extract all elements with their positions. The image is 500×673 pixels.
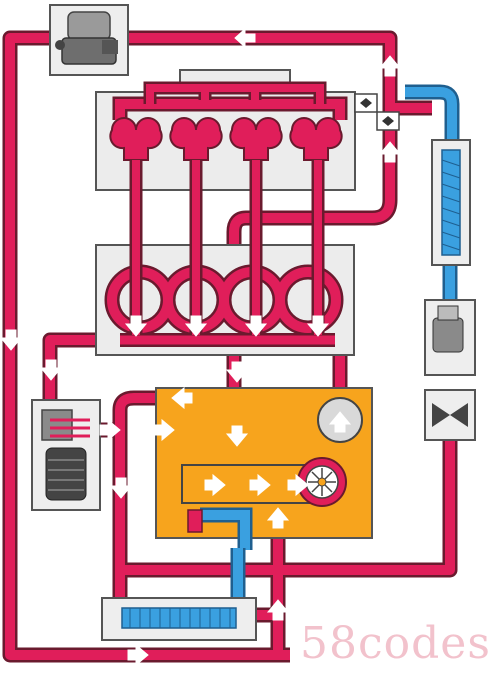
valve-icon: [187, 509, 203, 533]
arrow-icon: [378, 141, 402, 163]
arrow-icon: [249, 473, 271, 497]
chamber-1: [109, 117, 163, 161]
auxiliary-heater-unit: [49, 4, 129, 76]
watermark: 58codes: [300, 618, 491, 669]
arrow-icon: [124, 315, 148, 337]
arrow-icon: [127, 643, 149, 667]
arrow-icon: [39, 359, 63, 381]
chamber-3: [229, 117, 283, 161]
pump-impeller-icon: [297, 457, 347, 507]
pump-unit-right: [424, 299, 476, 376]
arrow-icon: [171, 386, 193, 410]
flow-arrows: [0, 27, 402, 667]
arrow-icon: [328, 411, 352, 433]
bottom-heat-exchanger: [101, 597, 257, 641]
thermal-management-module: [155, 387, 373, 615]
arrow-icon: [0, 329, 23, 351]
arrow-icon: [204, 473, 226, 497]
arrow-icon: [266, 599, 290, 621]
arrow-icon: [225, 361, 249, 383]
chamber-4: [289, 117, 343, 161]
valve-icon: [424, 389, 476, 441]
pipe-cold-top: [405, 84, 460, 140]
arrow-icon: [234, 27, 256, 49]
filter-reservoir: [31, 399, 101, 511]
arrow-icon: [244, 315, 268, 337]
arrow-icon: [306, 315, 330, 337]
arrow-icon: [184, 315, 208, 337]
arrow-icon: [287, 473, 309, 497]
cooler-radiator: [431, 139, 471, 266]
arrow-icon: [225, 425, 249, 447]
arrow-icon: [266, 507, 290, 529]
arrow-icon: [378, 55, 402, 77]
arrow-icon: [153, 418, 175, 442]
head-block-connectors: [129, 160, 325, 335]
arrow-icon: [109, 477, 133, 499]
chamber-2: [169, 117, 223, 161]
cylinder-head: [95, 69, 400, 191]
arrow-icon: [99, 418, 121, 442]
